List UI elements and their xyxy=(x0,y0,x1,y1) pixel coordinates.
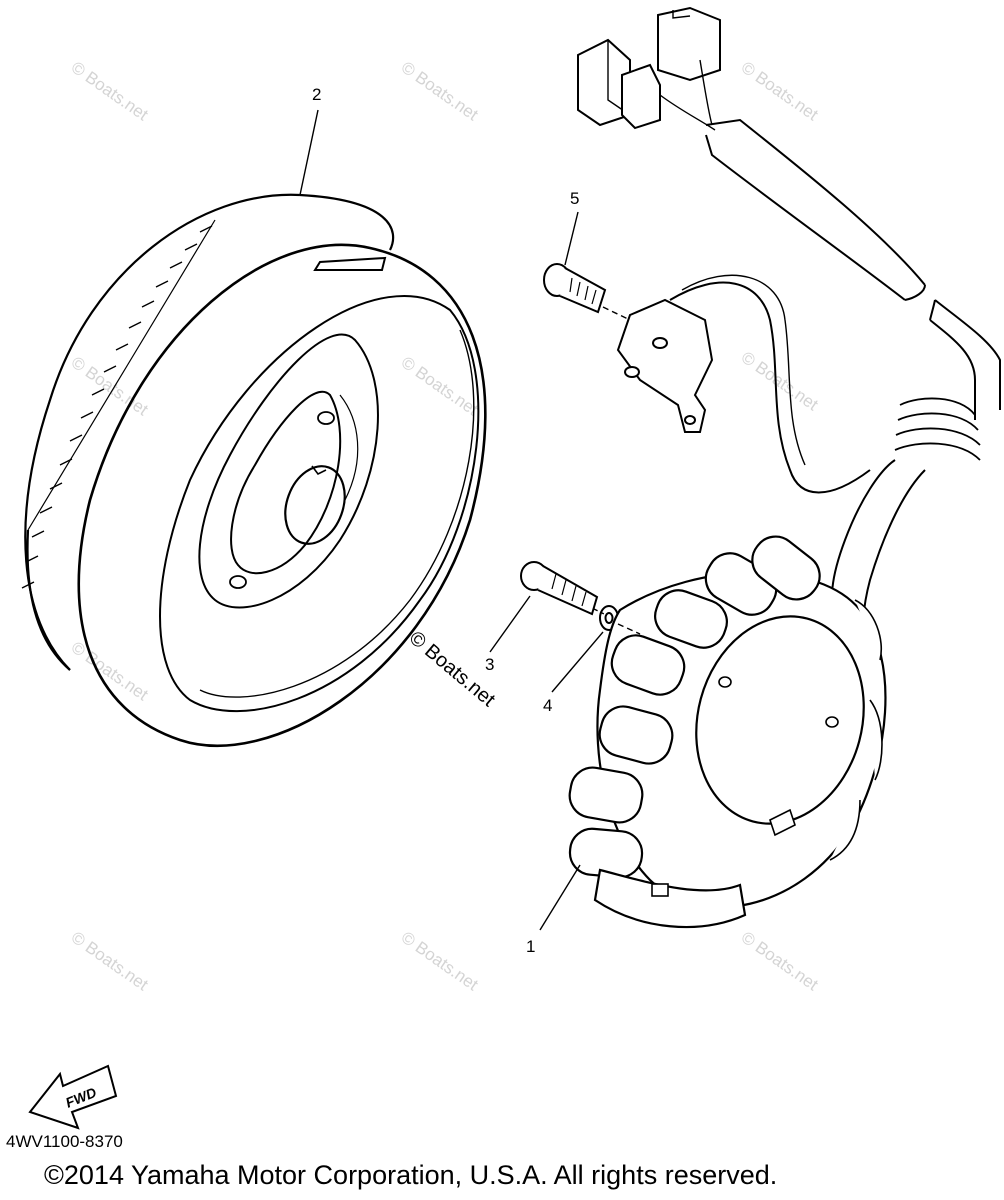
flywheel-rotor xyxy=(21,193,487,747)
callout-2: 2 xyxy=(312,85,321,104)
pickup-coil xyxy=(616,298,714,433)
callout-1: 1 xyxy=(526,937,535,956)
callout-4: 4 xyxy=(543,696,552,715)
fwd-arrow-icon xyxy=(28,1064,118,1130)
wiring-harness xyxy=(577,6,1001,651)
watermark: © Boats.net xyxy=(398,58,482,125)
watermark: © Boats.net xyxy=(68,638,152,705)
watermark: © Boats.net xyxy=(68,58,152,125)
diagram-code: 4WV1100-8370 xyxy=(6,1132,123,1151)
watermark: © Boats.net xyxy=(398,928,482,995)
copyright-notice: ©2014 Yamaha Motor Corporation, U.S.A. A… xyxy=(44,1160,778,1190)
watermark: © Boats.net xyxy=(68,928,152,995)
stator xyxy=(568,535,887,929)
leader-lines xyxy=(299,109,641,931)
bolt-5 xyxy=(543,263,607,314)
callout-5: 5 xyxy=(570,189,579,208)
watermark: © Boats.net xyxy=(738,58,822,125)
watermark: © Boats.net xyxy=(738,348,822,415)
callout-3: 3 xyxy=(485,655,494,674)
watermark: © Boats.net xyxy=(738,928,822,995)
bolt-3 xyxy=(520,561,599,616)
